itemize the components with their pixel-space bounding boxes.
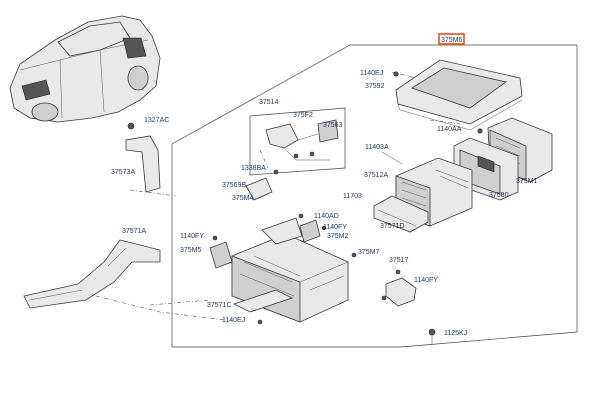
callout-11703: 11703 bbox=[343, 193, 362, 200]
vehicle-locator-icon bbox=[9, 15, 161, 123]
air-duct-upper bbox=[125, 122, 161, 193]
wiring-harness-group bbox=[249, 107, 346, 176]
assembly-frame bbox=[171, 44, 578, 348]
callout-labels: 375M6 1140EJ 37592 1140AA 37514 375F2 37563 132… bbox=[111, 37, 538, 337]
callout-1140aa: 1140AA bbox=[437, 126, 462, 133]
battery-top-cover bbox=[393, 59, 523, 131]
callout-1140fy-a: 1140FY bbox=[323, 224, 347, 231]
assembly-guide-lines bbox=[95, 71, 461, 321]
callout-375f2: 375F2 bbox=[293, 112, 313, 119]
callout-37517: 37517 bbox=[389, 257, 409, 264]
callout-1140ej-b: 1140EJ bbox=[222, 317, 245, 324]
highlight-box bbox=[438, 33, 465, 45]
cooling-plate bbox=[373, 195, 429, 233]
callout-37592: 37592 bbox=[365, 83, 385, 90]
air-duct-lower bbox=[23, 239, 161, 309]
callout-1338ba: 1338BA bbox=[241, 165, 266, 172]
callout-37580: 37580 bbox=[489, 192, 509, 199]
callout-37512a: 37512A bbox=[364, 172, 388, 179]
mounting-bracket bbox=[245, 169, 279, 201]
callout-37571c: 37571C bbox=[207, 302, 232, 309]
bolt-1125kj bbox=[428, 328, 436, 345]
callout-1140fy-c: 1140FY bbox=[414, 277, 438, 284]
callout-1327ac: 1327AC bbox=[144, 117, 169, 124]
callout-375m4: 375M4 bbox=[232, 195, 254, 202]
callout-375m1: 375M1 bbox=[516, 178, 538, 185]
callout-37571a: 37571A bbox=[122, 228, 146, 235]
fuse-block bbox=[298, 213, 327, 243]
callout-1125kj: 1125KJ bbox=[444, 330, 467, 337]
callout-11403a: 11403A bbox=[365, 144, 389, 151]
callout-375m6: 375M6 bbox=[441, 37, 463, 44]
callout-37569b: 37569B bbox=[222, 182, 246, 189]
callout-375m7: 375M7 bbox=[358, 249, 380, 256]
callout-1140fy-b: 1140FY bbox=[180, 233, 204, 240]
relay-block bbox=[209, 235, 233, 269]
callout-37571d: 37571D bbox=[380, 223, 405, 230]
callout-375m5: 375M5 bbox=[180, 247, 202, 254]
current-sensor bbox=[351, 252, 417, 307]
side-cover-plate bbox=[232, 289, 294, 325]
callout-1140ej-a: 1140EJ bbox=[360, 70, 383, 77]
callout-37563: 37563 bbox=[323, 122, 343, 129]
callout-37514: 37514 bbox=[259, 99, 279, 106]
callout-37573a: 37573A bbox=[111, 169, 135, 176]
callout-1140ad: 1140AD bbox=[314, 213, 339, 220]
callout-375m2: 375M2 bbox=[327, 233, 349, 240]
